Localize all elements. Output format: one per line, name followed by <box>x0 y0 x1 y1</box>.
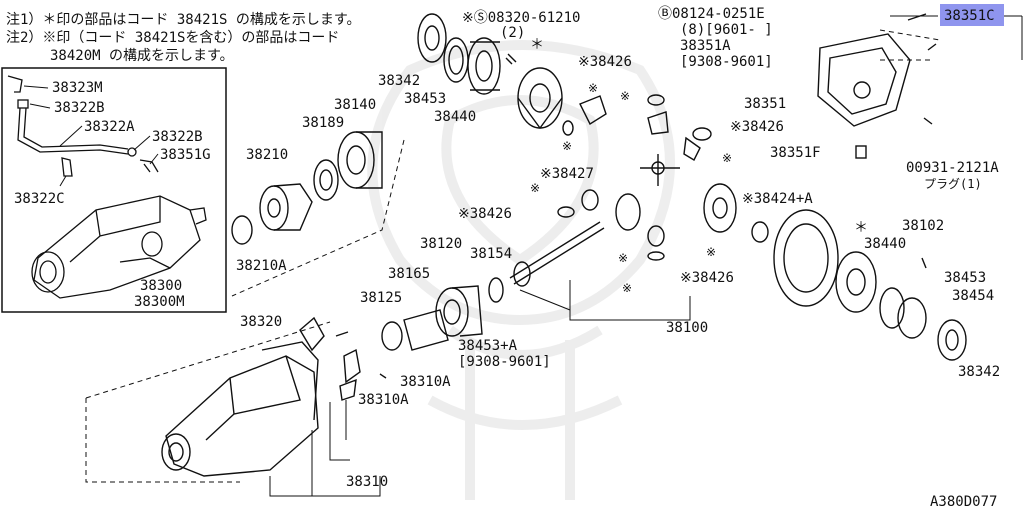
label-38440-right: 38440 <box>864 236 906 252</box>
inset-label-38322b: 38322B <box>152 129 203 145</box>
label-38426-b: ※38426 <box>730 119 784 135</box>
label-38424a: ※38424+A <box>742 191 813 207</box>
label-star-right: ＊ <box>854 220 868 236</box>
label-38351f: 38351F <box>770 145 821 161</box>
label-38453a-lower: 38453+A <box>458 338 518 354</box>
inset-label-38300m: 38300M <box>134 294 185 310</box>
label-38351: 38351 <box>744 96 786 112</box>
svg-text:※: ※ <box>722 151 732 165</box>
notes: 注1）＊印の部品はコード 38421S の構成を示します。 注2）※印（コード … <box>6 12 360 64</box>
label-38351c: 38351C <box>944 8 995 24</box>
inset-box: 38323M 38322B 38322A 38322B 38351G 38322… <box>1 67 227 313</box>
label-38342-right: 38342 <box>958 364 1000 380</box>
label-38454: 38454 <box>952 288 994 304</box>
inset-label-38322a: 38322A <box>84 119 135 135</box>
label-38165: 38165 <box>388 266 430 282</box>
label-38210: 38210 <box>246 147 288 163</box>
label-38120: 38120 <box>420 236 462 252</box>
label-08124-qty: (8)[9601- ] <box>680 22 773 38</box>
svg-text:※: ※ <box>620 89 630 103</box>
note-line-1: 注1）＊印の部品はコード 38421S の構成を示します。 <box>6 12 360 28</box>
label-plug-part: 00931-2121A <box>906 160 999 176</box>
label-08320-qty: (2) <box>500 25 525 41</box>
svg-text:※: ※ <box>588 81 598 95</box>
label-38426-a: ※38426 <box>578 54 632 70</box>
svg-text:※: ※ <box>622 281 632 295</box>
label-38320: 38320 <box>240 314 282 330</box>
note-line-2: 注2）※印（コード 38421Sを含む）の部品はコード <box>6 30 339 46</box>
label-08320-61210: ※Ⓢ08320-61210 <box>462 10 580 26</box>
leader-lines <box>269 15 1023 497</box>
label-38453-right: 38453 <box>944 270 986 286</box>
inset-label-38322b-top: 38322B <box>54 100 105 116</box>
label-38154: 38154 <box>470 246 512 262</box>
inset-label-38300: 38300 <box>140 278 182 294</box>
svg-text:※: ※ <box>562 139 572 153</box>
reference-marks: ※ ※ ※ ※ ※ ※ ※ ※ <box>530 81 732 295</box>
label-38351a-date: [9308-9601] <box>680 54 773 70</box>
inset-label-38351g: 38351G <box>160 147 211 163</box>
label-38426-d: ※38426 <box>680 270 734 286</box>
watermark-emblem <box>367 40 675 500</box>
label-38427: ※38427 <box>540 166 594 182</box>
label-38342-top: 38342 <box>378 73 420 89</box>
svg-text:※: ※ <box>530 181 540 195</box>
label-38426-c: ※38426 <box>458 206 512 222</box>
svg-text:※: ※ <box>706 245 716 259</box>
diagram-id: A380D077 <box>930 494 997 510</box>
label-38440-top: 38440 <box>434 109 476 125</box>
label-38310: 38310 <box>346 474 388 490</box>
label-38453a-lower-date: [9308-9601] <box>458 354 551 370</box>
part-labels: 38342 38453 38440 ※Ⓢ08320-61210 (2) ＊ Ⓑ0… <box>236 4 1004 510</box>
label-38125: 38125 <box>360 290 402 306</box>
highlight-38351c <box>940 4 1004 26</box>
label-plug-name: プラグ(1) <box>924 177 982 191</box>
label-38100: 38100 <box>666 320 708 336</box>
parts-drawings <box>161 13 967 477</box>
inset-label-38322c: 38322C <box>14 191 65 207</box>
label-38189: 38189 <box>302 115 344 131</box>
label-38453-top: 38453 <box>404 91 446 107</box>
label-38140: 38140 <box>334 97 376 113</box>
label-38310a-1: 38310A <box>400 374 451 390</box>
label-08124-0251e: Ⓑ08124-0251E <box>658 6 765 22</box>
note-line-3: 38420M の構成を示します。 <box>50 48 234 64</box>
label-star-top: ＊ <box>530 37 544 53</box>
label-38102: 38102 <box>902 218 944 234</box>
inset-label-38323m: 38323M <box>52 80 103 96</box>
label-38310a-2: 38310A <box>358 392 409 408</box>
label-38351a: 38351A <box>680 38 731 54</box>
dashed-guides <box>85 29 941 483</box>
svg-text:※: ※ <box>618 251 628 265</box>
label-38210a: 38210A <box>236 258 287 274</box>
